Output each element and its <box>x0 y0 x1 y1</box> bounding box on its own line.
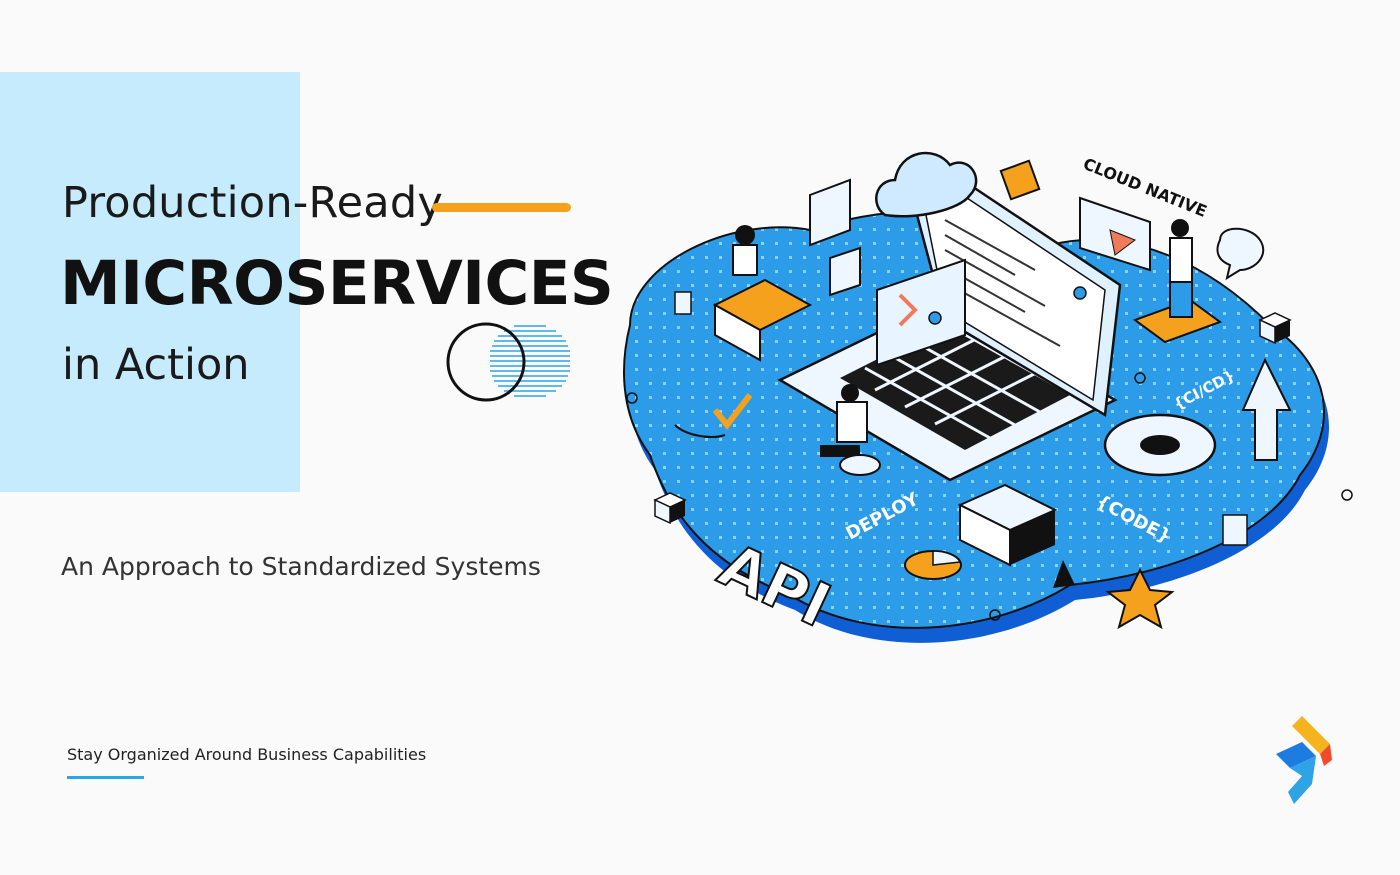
hero-line-1: Production-Ready <box>62 178 443 228</box>
tagline: Stay Organized Around Business Capabilit… <box>67 745 427 764</box>
tagline-underline <box>67 776 144 779</box>
decorative-circles-icon <box>446 322 570 402</box>
accent-line <box>432 203 571 212</box>
hero-background-panel <box>0 72 300 492</box>
brand-logo-icon <box>1276 716 1332 804</box>
subtitle: An Approach to Standardized Systems <box>61 552 541 581</box>
microservices-illustration: CLOUD NATIVE DEPL <box>623 151 1353 643</box>
hero-line-3: in Action <box>62 340 250 390</box>
hero-title: MICROSERVICES <box>60 248 614 319</box>
